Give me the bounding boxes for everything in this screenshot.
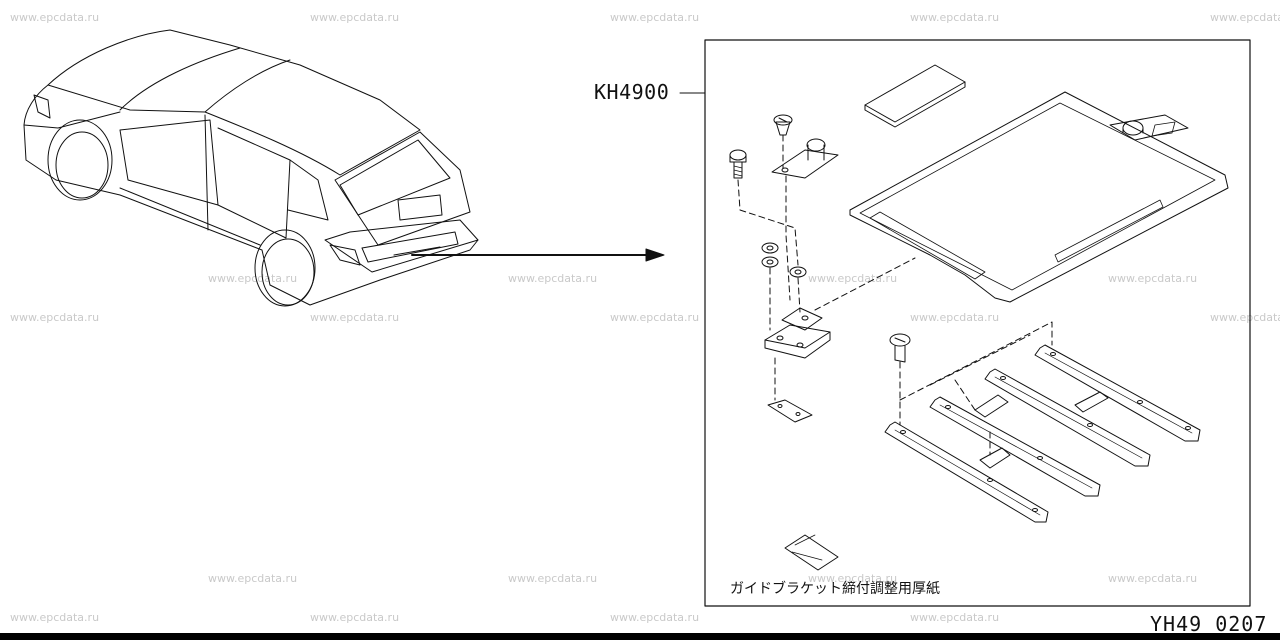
- watermark: www.epcdata.ru: [1210, 311, 1280, 324]
- watermark: www.epcdata.ru: [1210, 11, 1280, 24]
- car-rear-wheel-arch: [254, 229, 316, 307]
- watermark: www.epcdata.ru: [910, 11, 1000, 24]
- watermark: www.epcdata.ru: [808, 572, 898, 585]
- car-door-line: [204, 114, 209, 231]
- car-front-wheel-arch: [47, 119, 113, 201]
- car-roof-crease: [204, 59, 291, 113]
- car-taillight: [329, 244, 361, 266]
- car-cargo-slot: [393, 246, 441, 256]
- car-front-wheel: [55, 131, 109, 199]
- diagram-code: YH49 0207: [1150, 612, 1268, 636]
- watermark: www.epcdata.ru: [508, 572, 598, 585]
- car-illustration: [23, 29, 479, 307]
- screw-upper: [773, 114, 793, 136]
- washers: [761, 242, 807, 278]
- shim-pad-top: [864, 64, 966, 128]
- guide-rail-3: [974, 368, 1151, 467]
- watermark: www.epcdata.ru: [310, 611, 400, 624]
- watermark: www.epcdata.ru: [10, 611, 100, 624]
- car-quarter-window: [287, 159, 329, 221]
- watermark: www.epcdata.ru: [1108, 272, 1198, 285]
- bolt-left: [729, 149, 747, 179]
- bottom-bar: [0, 633, 1280, 640]
- watermark: www.epcdata.ru: [208, 272, 298, 285]
- guide-rail-1: [884, 421, 1049, 523]
- watermark: www.epcdata.ru: [610, 611, 700, 624]
- watermark: www.epcdata.ru: [10, 311, 100, 324]
- watermark: www.epcdata.ru: [310, 11, 400, 24]
- detail-frame: [704, 39, 1251, 607]
- car-roof: [47, 29, 421, 176]
- screw-right: [889, 333, 911, 363]
- guide-bracket: [764, 307, 831, 359]
- watermark: www.epcdata.ru: [610, 11, 700, 24]
- car-cargo-floor: [361, 231, 459, 263]
- watermark: www.epcdata.ru: [910, 311, 1000, 324]
- car-rear-wheel: [261, 238, 315, 306]
- watermark: www.epcdata.ru: [1108, 572, 1198, 585]
- assembly-lines: [737, 134, 1053, 456]
- car-front-window: [119, 119, 219, 206]
- car-rocker: [119, 187, 261, 246]
- watermark: www.epcdata.ru: [310, 311, 400, 324]
- car-license-plate: [397, 194, 443, 221]
- watermark: www.epcdata.ru: [910, 611, 1000, 624]
- car-rear-hatch: [334, 131, 471, 246]
- car-headlight: [33, 94, 51, 119]
- watermark: www.epcdata.ru: [610, 311, 700, 324]
- shim-bottom: [784, 534, 839, 571]
- guide-rail-2: [929, 396, 1101, 497]
- watermark: www.epcdata.ru: [10, 11, 100, 24]
- guide-rail-4: [1034, 344, 1201, 442]
- pointer-arrow: [411, 248, 665, 262]
- car-rear-window: [217, 127, 291, 239]
- cargo-floor-board: [849, 91, 1229, 303]
- part-caption: ガイドブラケット締付調整用厚紙: [730, 581, 940, 597]
- part-code-label: KH4900: [594, 80, 670, 104]
- shim-small: [767, 399, 813, 423]
- car-hatch-glass: [339, 139, 451, 216]
- car-bumper: [324, 219, 479, 273]
- car-roof-rail: [119, 47, 241, 111]
- watermark: www.epcdata.ru: [208, 572, 298, 585]
- car-body-side: [23, 124, 479, 306]
- watermark: www.epcdata.ru: [508, 272, 598, 285]
- watermark: www.epcdata.ru: [808, 272, 898, 285]
- clip-upper: [771, 138, 839, 179]
